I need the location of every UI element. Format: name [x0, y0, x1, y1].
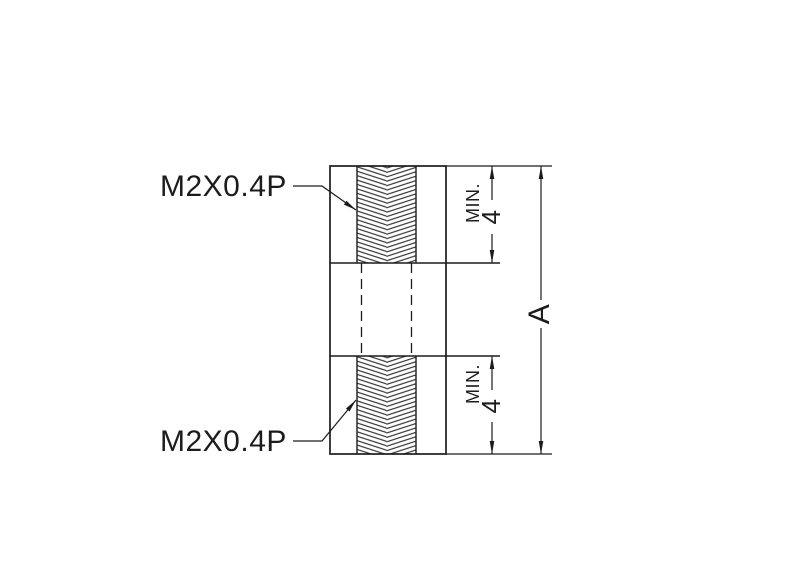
overall-down-arrow [538, 441, 544, 454]
top-thread-hatch-left [357, 166, 387, 263]
bottom-thread-hatch-left [357, 356, 387, 454]
bottom-depth-dimension: MIN. 4 [463, 356, 506, 454]
top-thread-callout-label: M2X0.4P [160, 170, 287, 203]
top-thread-section [356, 166, 417, 263]
bottom-depth-qualifier-label: MIN. [463, 364, 483, 404]
top-thread-hatch-right [386, 166, 416, 263]
top-thread-callout: M2X0.4P [160, 170, 357, 211]
top-depth-qualifier-label: MIN. [463, 183, 483, 223]
top-callout-leader-arrow [343, 200, 356, 210]
bottom-callout-leader-arrow [345, 400, 356, 412]
overall-length-label: A [523, 304, 556, 325]
top-depth-up-arrow [489, 166, 495, 179]
bottom-thread-callout-label: M2X0.4P [160, 425, 287, 458]
bottom-callout-leader-line [293, 399, 357, 442]
top-depth-down-arrow [489, 250, 495, 263]
top-depth-dimension: MIN. 4 [463, 166, 506, 263]
bottom-depth-up-arrow [489, 356, 495, 369]
bottom-thread-callout: M2X0.4P [160, 399, 357, 458]
overall-length-dimension: A [523, 166, 556, 454]
overall-up-arrow [538, 166, 544, 179]
bottom-thread-hatch-right [386, 356, 416, 454]
top-callout-leader-line [293, 185, 357, 211]
top-depth-value-label: 4 [476, 210, 506, 225]
bottom-depth-down-arrow [489, 441, 495, 454]
bottom-depth-value-label: 4 [476, 399, 506, 414]
part-body-outline [329, 165, 447, 455]
bottom-thread-section [356, 356, 417, 454]
